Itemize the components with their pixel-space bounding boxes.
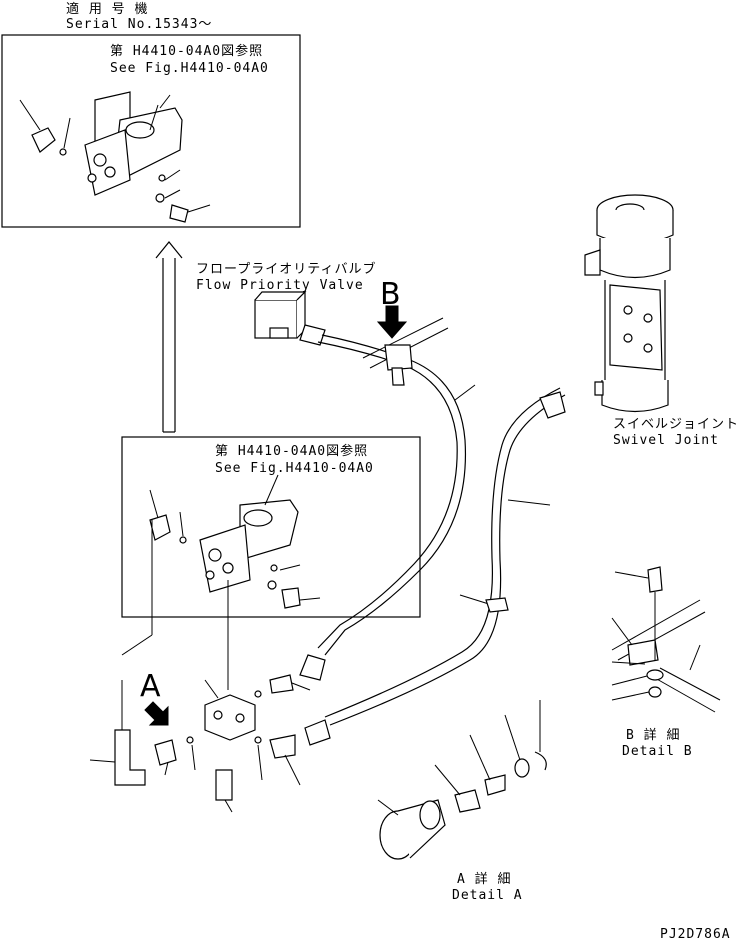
detail-b-en-label: Detail B (622, 744, 693, 759)
flow-valve-en-label: Flow Priority Valve (196, 278, 364, 293)
reference-arrow (155, 241, 183, 433)
swivel-joint (584, 194, 674, 413)
swivel-joint-en-label: Swivel Joint (613, 433, 719, 448)
flow-priority-valve (254, 290, 326, 346)
inset-top-ref-en: See Fig.H4410-04A0 (110, 61, 269, 76)
flow-valve-jp-label: フロープライオリティバルブ (196, 262, 377, 277)
detail-b-jp-label: B 詳 細 (626, 728, 681, 743)
inset-frame-top (1, 34, 301, 228)
inset-frame-middle (121, 436, 421, 618)
inset-top-ref-jp: 第 H4410-04A0図参照 (110, 44, 264, 59)
inset-mid-ref-jp: 第 H4410-04A0図参照 (215, 444, 369, 459)
drawing-number: PJ2D786A (660, 927, 731, 942)
callout-b: B (380, 277, 401, 312)
elbow-fitting (89, 520, 153, 786)
detail-a-en-label: Detail A (452, 888, 523, 903)
arrow-a-icon (144, 701, 169, 726)
inset-mid-ref-en: See Fig.H4410-04A0 (215, 461, 374, 476)
lower-block (154, 674, 311, 813)
detail-a-parts (377, 700, 547, 860)
swivel-joint-jp-label: スイベルジョイント (613, 417, 740, 432)
hose-right (304, 387, 566, 746)
applicable-jp-label: 適 用 号 機 (66, 2, 149, 17)
valve-assembly-middle (149, 474, 321, 690)
valve-assembly-top (19, 91, 211, 223)
detail-b-parts (611, 566, 721, 713)
serial-number-label: Serial No.15343～ (66, 17, 213, 32)
callout-a: A (140, 669, 161, 704)
detail-a-jp-label: A 詳 細 (457, 872, 512, 887)
hose-left (299, 334, 476, 681)
arrow-b-icon (376, 305, 408, 339)
clamp-b (362, 317, 449, 386)
